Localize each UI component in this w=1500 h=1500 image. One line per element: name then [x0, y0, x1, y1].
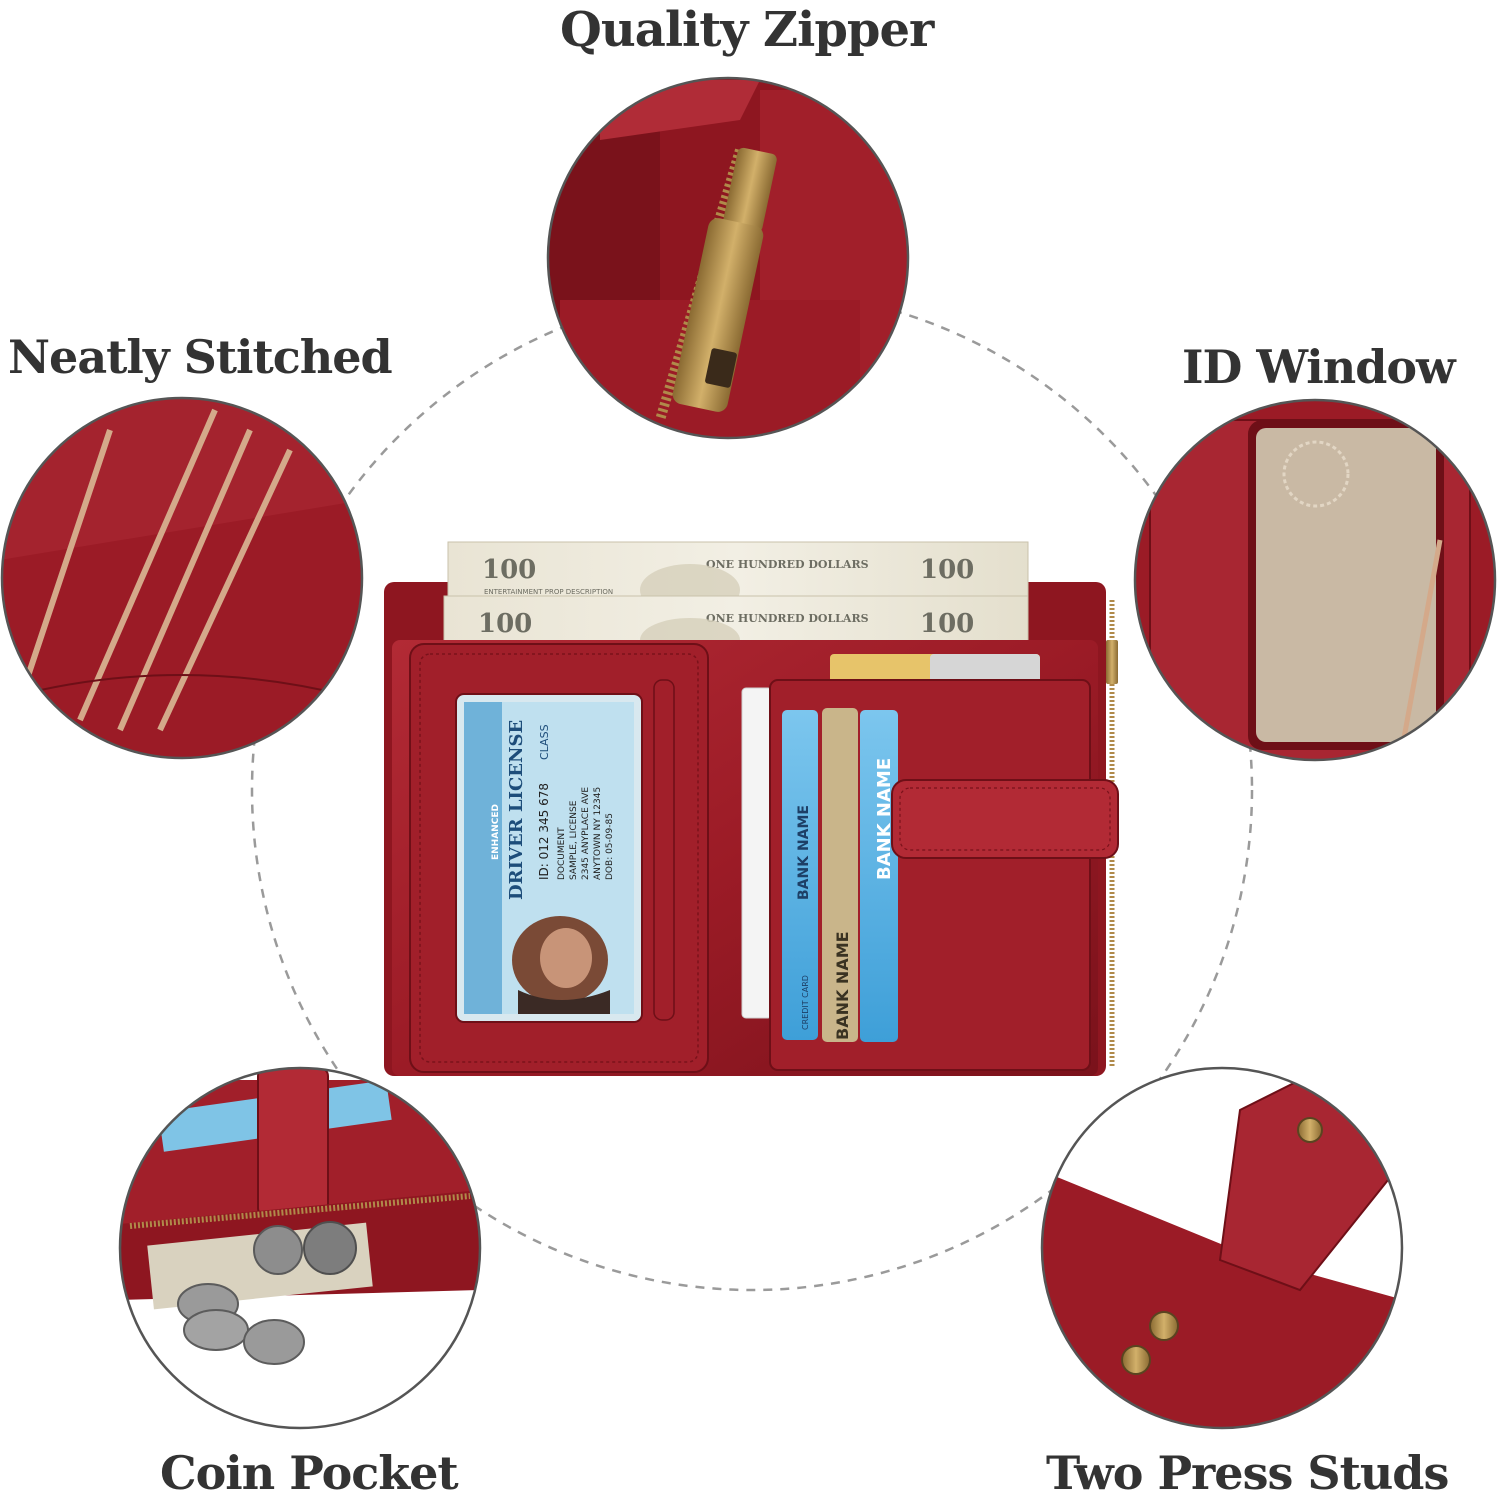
driver-license: DRIVER LICENSE CLASS ENHANCED ID: 012 34…	[464, 702, 634, 1014]
license-id: ID: 012 345 678	[537, 783, 551, 880]
bill-text: ONE HUNDRED DOLLARS	[706, 558, 869, 571]
id-window-pane	[1256, 428, 1436, 742]
license-class: CLASS	[538, 724, 551, 760]
bill2-text: ONE HUNDRED DOLLARS	[706, 612, 869, 625]
stud-1-icon	[1149, 1311, 1179, 1341]
label-two-press-studs: Two Press Studs	[1046, 1446, 1449, 1500]
bill2-denomination-right: 100	[920, 609, 974, 639]
white-card	[741, 687, 773, 1019]
main-wallet: 100 100 ONE HUNDRED DOLLARS ENTERTAINMEN…	[384, 541, 1119, 1076]
bill-denomination-right: 100	[920, 555, 974, 585]
label-id-window: ID Window	[1182, 340, 1456, 394]
bill2-denomination: 100	[478, 609, 532, 639]
zipper-pull	[1106, 640, 1118, 684]
dashed-ring	[250, 288, 1254, 1292]
card-bank-name-3: BANK NAME	[874, 758, 895, 880]
stud-2-icon	[1121, 1345, 1151, 1375]
detail-press-studs	[1040, 1066, 1404, 1430]
bill-prop: ENTERTAINMENT PROP DESCRIPTION	[484, 588, 613, 596]
label-neatly-stitched: Neatly Stitched	[8, 330, 393, 384]
license-header: DRIVER LICENSE	[506, 720, 527, 900]
license-line2: SAMPLE, LICENSE	[569, 800, 579, 880]
card-blue-left: BANK NAME CREDIT CARD	[782, 710, 818, 1040]
license-line4: ANYTOWN NY 12345	[593, 787, 603, 880]
card-gold-middle: BANK NAME	[822, 708, 858, 1042]
detail-stitching	[0, 396, 364, 760]
card-credit-label: CREDIT CARD	[801, 975, 810, 1030]
label-coin-pocket: Coin Pocket	[160, 1446, 459, 1500]
license-line3: 2345 ANYPLACE AVE	[581, 787, 591, 880]
bill-denomination: 100	[482, 555, 536, 585]
license-dob: DOB: 05-09-85	[605, 813, 615, 880]
detail-coin-pocket	[118, 1066, 482, 1430]
card-blue-right: BANK NAME	[860, 710, 898, 1042]
card-bank-name-2: BANK NAME	[833, 931, 852, 1040]
license-tag: ENHANCED	[491, 804, 501, 860]
snap-strap	[891, 779, 1119, 859]
detail-zipper	[546, 76, 910, 440]
card-bank-name-1: BANK NAME	[796, 805, 812, 900]
stud-top-icon	[1297, 1117, 1323, 1143]
detail-id-window	[1133, 398, 1497, 762]
label-quality-zipper: Quality Zipper	[560, 2, 934, 58]
license-line1: DOCUMENT	[557, 827, 567, 880]
